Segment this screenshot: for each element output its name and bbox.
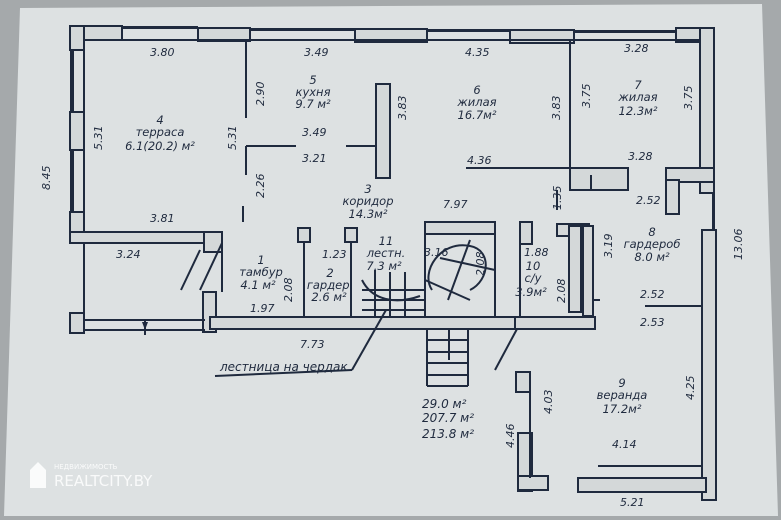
dim-kitchen-w: 3.49 xyxy=(302,126,327,139)
dim-left-total: 8.45 xyxy=(40,166,53,191)
dim-vestibule-h: 2.08 xyxy=(282,278,295,303)
room-wardrobe-name: гардероб xyxy=(624,237,681,251)
room-kitchen-area: 9.7 м² xyxy=(295,97,331,111)
dim-stair-h: 2.08 xyxy=(474,252,487,277)
dim-terrace-side: 5.31 xyxy=(92,126,105,151)
dim-corridor-h: 2.26 xyxy=(254,174,267,199)
dim-living-w: 4.36 xyxy=(467,154,492,167)
dim-stair-w: 1.23 xyxy=(322,248,347,261)
room-labels: 5 кухня 9.7 м² 4 терраса 6.1(20.2) м² 6 … xyxy=(125,73,680,416)
dim-wardrobe-h: 3.19 xyxy=(602,234,615,259)
attic-stair-label: лестница на чердак xyxy=(219,360,348,374)
room-terrace-name: терраса xyxy=(136,125,185,139)
dim-veranda-r: 4.25 xyxy=(684,376,697,401)
dim-veranda-w: 4.14 xyxy=(612,438,637,451)
dim-veranda-top2: 2.53 xyxy=(640,316,665,329)
dim-living2-w: 3.28 xyxy=(628,150,653,163)
room-stair-area: 7.3 м² xyxy=(366,259,402,273)
room-corridor-num: 3 xyxy=(364,182,371,196)
house-logo-icon xyxy=(30,462,46,488)
total-3: 213.8 м² xyxy=(422,427,474,441)
dim-right-total: 13.06 xyxy=(732,229,745,261)
dim-top-kitchen: 3.49 xyxy=(304,46,329,59)
dim-veranda-bottom: 5.21 xyxy=(620,496,645,509)
watermark-big: REALTCITY.BY xyxy=(54,472,153,490)
room-corridor-area: 14.3м² xyxy=(349,207,388,221)
dim-bath-w: 1.88 xyxy=(524,246,549,259)
dim-top-living: 4.35 xyxy=(465,46,490,59)
room-veranda-name: веранда xyxy=(597,388,648,402)
room-vestibule-area: 4.1 м² xyxy=(240,278,276,292)
dim-kitchen-side: 3.83 xyxy=(396,96,409,121)
dim-veranda-top: 2.52 xyxy=(640,288,665,301)
dim-terrace-side2: 5.31 xyxy=(226,126,239,151)
area-totals: 29.0 м² 207.7 м² 213.8 м² xyxy=(422,397,474,441)
room-living2-area: 12.3м² xyxy=(619,104,658,118)
window-marks xyxy=(70,26,715,330)
room-veranda-area: 17.2м² xyxy=(603,402,642,416)
dim-top-living2: 3.28 xyxy=(624,42,649,55)
dimension-labels: 3.80 3.49 4.35 3.28 8.45 5.31 5.31 2.90 … xyxy=(40,42,745,509)
dim-top-terrace: 3.80 xyxy=(150,46,175,59)
dim-terrace-bottom: 3.81 xyxy=(150,212,175,225)
dim-kitchen-w2: 3.21 xyxy=(302,152,327,165)
room-closet-name: гардер. xyxy=(307,278,353,292)
room-living1-name: жилая xyxy=(456,95,496,109)
paper-sheet xyxy=(4,4,778,516)
room-closet-area: 2.6 м² xyxy=(311,290,347,304)
room-corridor-name: коридор xyxy=(342,194,393,208)
room-bath-num: 10 xyxy=(526,259,541,273)
dim-bottom-w: 7.73 xyxy=(300,338,325,351)
partitions xyxy=(83,39,702,478)
dim-veranda-outer-l: 4.46 xyxy=(504,424,517,449)
room-kitchen-name: кухня xyxy=(296,85,331,99)
dim-veranda-l: 4.03 xyxy=(542,390,555,415)
room-living2-num: 7 xyxy=(634,78,642,92)
room-bath-name: с/у xyxy=(524,271,541,285)
room-living1-area: 16.7м² xyxy=(458,108,497,122)
room-stair-name: лестн. xyxy=(366,246,406,260)
dim-stair-mid: 3.16 xyxy=(424,246,449,259)
dim-wardrobe-w: 2.52 xyxy=(636,194,661,207)
room-closet-num: 2 xyxy=(326,266,333,280)
watermark: НЕДВИЖИМОСТЬ REALTCITY.BY xyxy=(30,462,153,490)
room-kitchen-num: 5 xyxy=(309,73,316,87)
room-vestibule-name: тамбур xyxy=(239,265,283,279)
room-terrace-num: 4 xyxy=(156,113,163,127)
room-wardrobe-num: 8 xyxy=(648,225,655,239)
room-vestibule-num: 1 xyxy=(257,253,264,267)
room-living1-num: 6 xyxy=(473,83,480,97)
dim-living-side: 3.83 xyxy=(550,96,563,121)
room-wardrobe-area: 8.0 м² xyxy=(634,250,670,264)
watermark-small: НЕДВИЖИМОСТЬ xyxy=(54,463,118,471)
room-bath-area: 3.9м² xyxy=(515,285,547,299)
room-terrace-area: 6.1(20.2) м² xyxy=(125,139,195,153)
dim-corridor-side: 1.35 xyxy=(551,186,564,211)
dim-kitchen-h: 2.90 xyxy=(254,82,267,107)
dim-living2-side-l: 3.75 xyxy=(580,84,593,109)
room-living2-name: жилая xyxy=(617,90,657,104)
total-2: 207.7 м² xyxy=(422,411,474,425)
dim-corridor-w: 7.97 xyxy=(443,198,468,211)
dim-porch-w: 3.24 xyxy=(116,248,141,261)
room-stair-num: 11 xyxy=(379,234,394,248)
room-veranda-num: 9 xyxy=(618,376,625,390)
dim-living2-side-r: 3.75 xyxy=(682,86,695,111)
total-1: 29.0 м² xyxy=(422,397,467,411)
dim-vestibule-w: 1.97 xyxy=(250,302,275,315)
dim-bath-h: 2.08 xyxy=(555,279,568,304)
